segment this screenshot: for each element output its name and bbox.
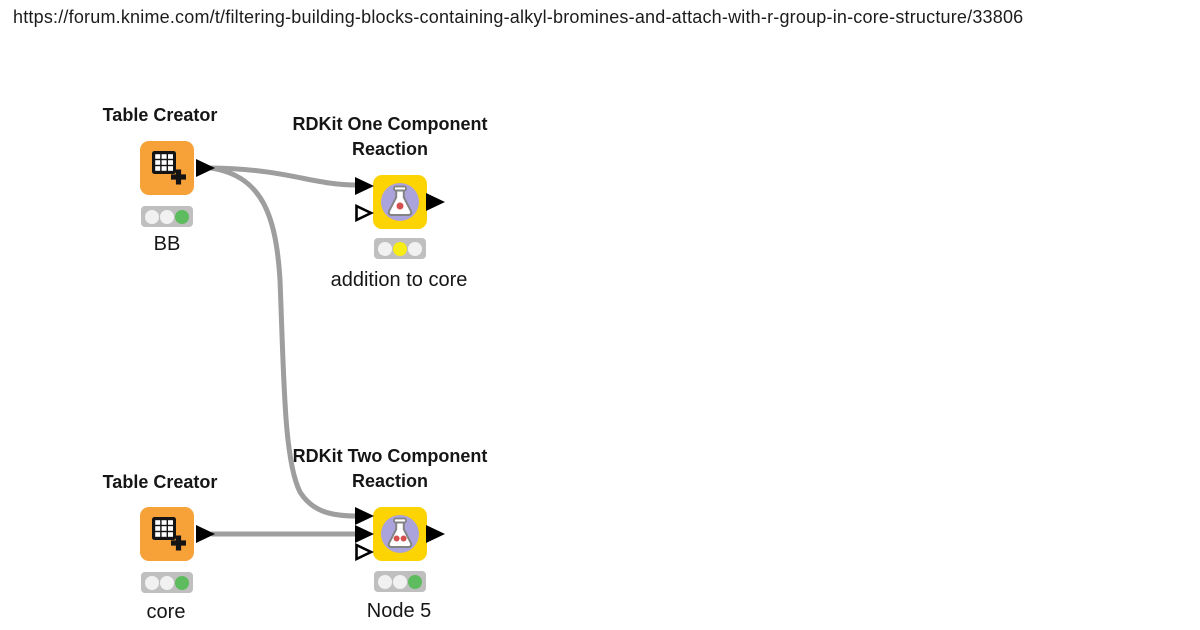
- status-light: [393, 574, 407, 589]
- output-port-one-component[interactable]: [426, 193, 445, 211]
- status-light: [393, 241, 407, 256]
- node-title-rdkit-one-component-line1: RDKit One Component: [292, 114, 488, 134]
- optional-input-port-one-component[interactable]: [355, 204, 374, 222]
- table-grid-plus-icon: [152, 517, 186, 551]
- node-rdkit-one-component-reaction[interactable]: [373, 175, 427, 229]
- status-light: [408, 574, 422, 589]
- status-traffic-light-one-component: [374, 238, 426, 259]
- status-light: [160, 209, 174, 224]
- output-port-bb[interactable]: [196, 159, 215, 177]
- output-port-two-component[interactable]: [426, 525, 445, 543]
- status-light: [175, 575, 189, 590]
- input-port-two-component-reactant2[interactable]: [355, 525, 374, 543]
- status-light: [145, 209, 159, 224]
- status-traffic-light-bb: [141, 206, 193, 227]
- node-rdkit-two-component-reaction[interactable]: [373, 507, 427, 561]
- node-title-rdkit-one-component-line2: Reaction: [351, 139, 429, 159]
- status-light: [378, 241, 392, 256]
- node-title-rdkit-two-component-line1: RDKit Two Component: [292, 446, 488, 466]
- node-table-creator-bb[interactable]: [140, 141, 194, 195]
- input-port-two-component-reactant1[interactable]: [355, 507, 374, 525]
- node-label-core[interactable]: core: [146, 601, 186, 623]
- node-title-table-creator-bb: Table Creator: [102, 105, 218, 125]
- node-table-creator-core[interactable]: [140, 507, 194, 561]
- status-light: [378, 574, 392, 589]
- node-title-table-creator-core: Table Creator: [102, 472, 218, 492]
- optional-input-port-two-component[interactable]: [355, 543, 374, 561]
- status-light: [175, 209, 189, 224]
- flask-icon: [381, 515, 419, 553]
- connection-bb-to-two-component[interactable]: [208, 165, 359, 519]
- table-grid-plus-icon: [152, 151, 186, 185]
- input-port-one-component-reactant[interactable]: [355, 177, 374, 195]
- connection-bb-to-one-component[interactable]: [208, 165, 359, 188]
- node-label-node-5[interactable]: Node 5: [366, 600, 432, 622]
- status-light: [145, 575, 159, 590]
- node-label-bb[interactable]: BB: [153, 233, 181, 255]
- status-traffic-light-two-component: [374, 571, 426, 592]
- node-title-rdkit-two-component-line2: Reaction: [351, 471, 429, 491]
- status-traffic-light-core: [141, 572, 193, 593]
- node-label-addition-to-core[interactable]: addition to core: [330, 269, 468, 291]
- flask-icon: [381, 183, 419, 221]
- status-light: [408, 241, 422, 256]
- status-light: [160, 575, 174, 590]
- output-port-core[interactable]: [196, 525, 215, 543]
- source-url: https://forum.knime.com/t/filtering-buil…: [13, 7, 1024, 27]
